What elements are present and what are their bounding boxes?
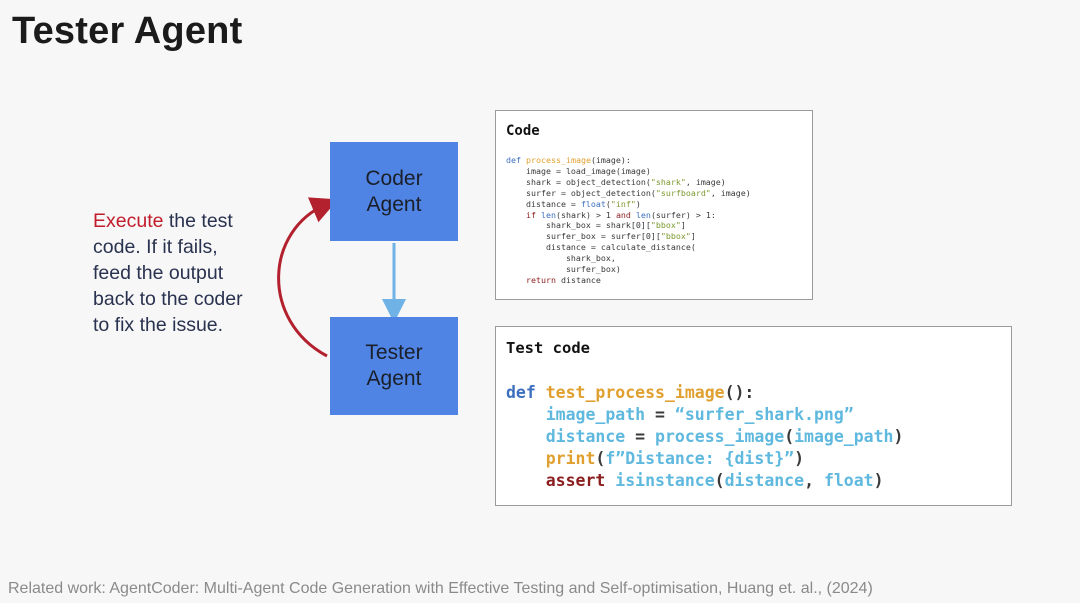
code-line: surfer_box = surfer[0]["bbox"] [506,231,696,242]
tester-agent-label-1: Tester [365,341,423,364]
code-line: surfer = object_detection("surfboard", i… [506,187,751,198]
test-code-block: def test_process_image(): image_path = “… [506,382,903,492]
code-line: assert isinstance(distance, float) [545,471,884,490]
note-line-1: the test [163,210,233,232]
code-line: if len(shark) > 1 and len(surfer) > 1: [525,209,716,220]
code-line: image = load_image(image) [506,165,651,176]
code-line: shark_box, [506,253,616,264]
feedback-arrow [277,197,339,358]
code-line: shark = object_detection("shark", image) [506,176,726,187]
code-line: distance = process_image(image_path) [545,427,904,446]
code-panel: Code def process_image(image): image = l… [495,110,813,300]
code-line: return distance [525,274,601,285]
coder-agent-label-1: Coder [365,166,423,190]
tester-agent-box: Tester Agent [330,317,458,415]
coder-agent-label-2: Agent [366,192,422,216]
test-code-panel: Test code def test_process_image(): imag… [495,326,1012,506]
code-line: def process_image(image): [506,155,631,165]
note-line-5: to fix the issue. [93,314,224,336]
feedback-note: Execute the test code. If it fails, feed… [93,208,283,338]
code-line: print(f”Distance: {dist}”) [545,449,805,468]
code-line: surfer_box) [506,264,621,275]
note-line-4: back to the coder [93,288,243,310]
test-panel-title: Test code [506,339,590,357]
code-line: distance = float("inf") [506,198,641,209]
code-block: def process_image(image): image = load_i… [506,155,751,286]
note-highlight: Execute [93,210,164,232]
code-line: def test_process_image(): [506,383,755,402]
tester-agent-label-2: Agent [366,367,422,390]
related-work-footer: Related work: AgentCoder: Multi-Agent Co… [8,580,873,597]
code-line: distance = calculate_distance( [506,242,696,253]
code-line: shark_box = shark[0]["bbox"] [506,220,686,231]
note-line-3: feed the output [93,262,224,284]
code-panel-title: Code [506,123,540,139]
note-line-2: code. If it fails, [93,236,218,258]
coder-agent-box: Coder Agent [330,142,458,241]
slide-title: Tester Agent [12,10,243,52]
code-line: image_path = “surfer_shark.png” [545,405,854,424]
